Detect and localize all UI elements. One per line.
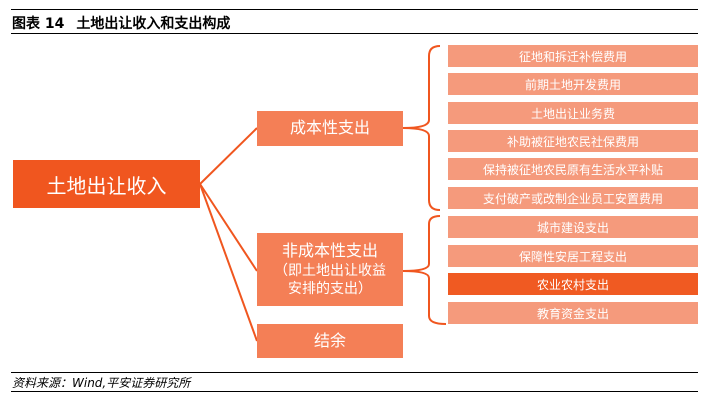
figure-number: 图表 14 [12, 16, 65, 32]
cost-item: 补助被征地农民社保费用 [448, 130, 698, 152]
source-note: 资料来源：Wind,平安证券研究所 [12, 376, 191, 390]
noncost-sub1: （即土地出让收益 [274, 262, 386, 279]
figure-title: 图表 14 土地出让收入和支出构成 [12, 13, 242, 33]
figure-caption: 土地出让收入和支出构成 [76, 16, 231, 32]
noncost-item: 教育资金支出 [448, 302, 698, 324]
root-land-revenue: 土地出让收入 [13, 160, 200, 208]
title-rule [11, 33, 698, 34]
surplus-box: 结余 [257, 324, 403, 358]
cost-item: 保持被征地农民原有生活水平补贴 [448, 158, 698, 180]
connector-noncost [199, 183, 258, 272]
connector-surplus [199, 183, 258, 342]
brace-cost [402, 45, 441, 211]
footer-bottom-rule [11, 391, 698, 392]
noncost-item: 保障性安居工程支出 [448, 245, 698, 267]
brace-noncost [402, 215, 447, 325]
footer-top-rule [11, 372, 698, 373]
cost-item: 支付破产或改制企业员工安置费用 [448, 187, 698, 209]
noncost-sub2: 安排的支出） [288, 280, 372, 297]
cost-expenditure-box: 成本性支出 [257, 111, 403, 146]
connector-cost [199, 127, 258, 185]
noncost-item: 城市建设支出 [448, 216, 698, 238]
cost-item: 前期土地开发费用 [448, 73, 698, 95]
noncost-label: 非成本性支出 [281, 240, 378, 260]
noncost-expenditure-box: 非成本性支出 （即土地出让收益 安排的支出） [257, 233, 403, 306]
cost-item: 土地出让业务费 [448, 102, 698, 124]
noncost-item-highlighted: 农业农村支出 [448, 273, 698, 295]
top-rule [11, 9, 698, 10]
cost-item: 征地和拆迁补偿费用 [448, 45, 698, 67]
